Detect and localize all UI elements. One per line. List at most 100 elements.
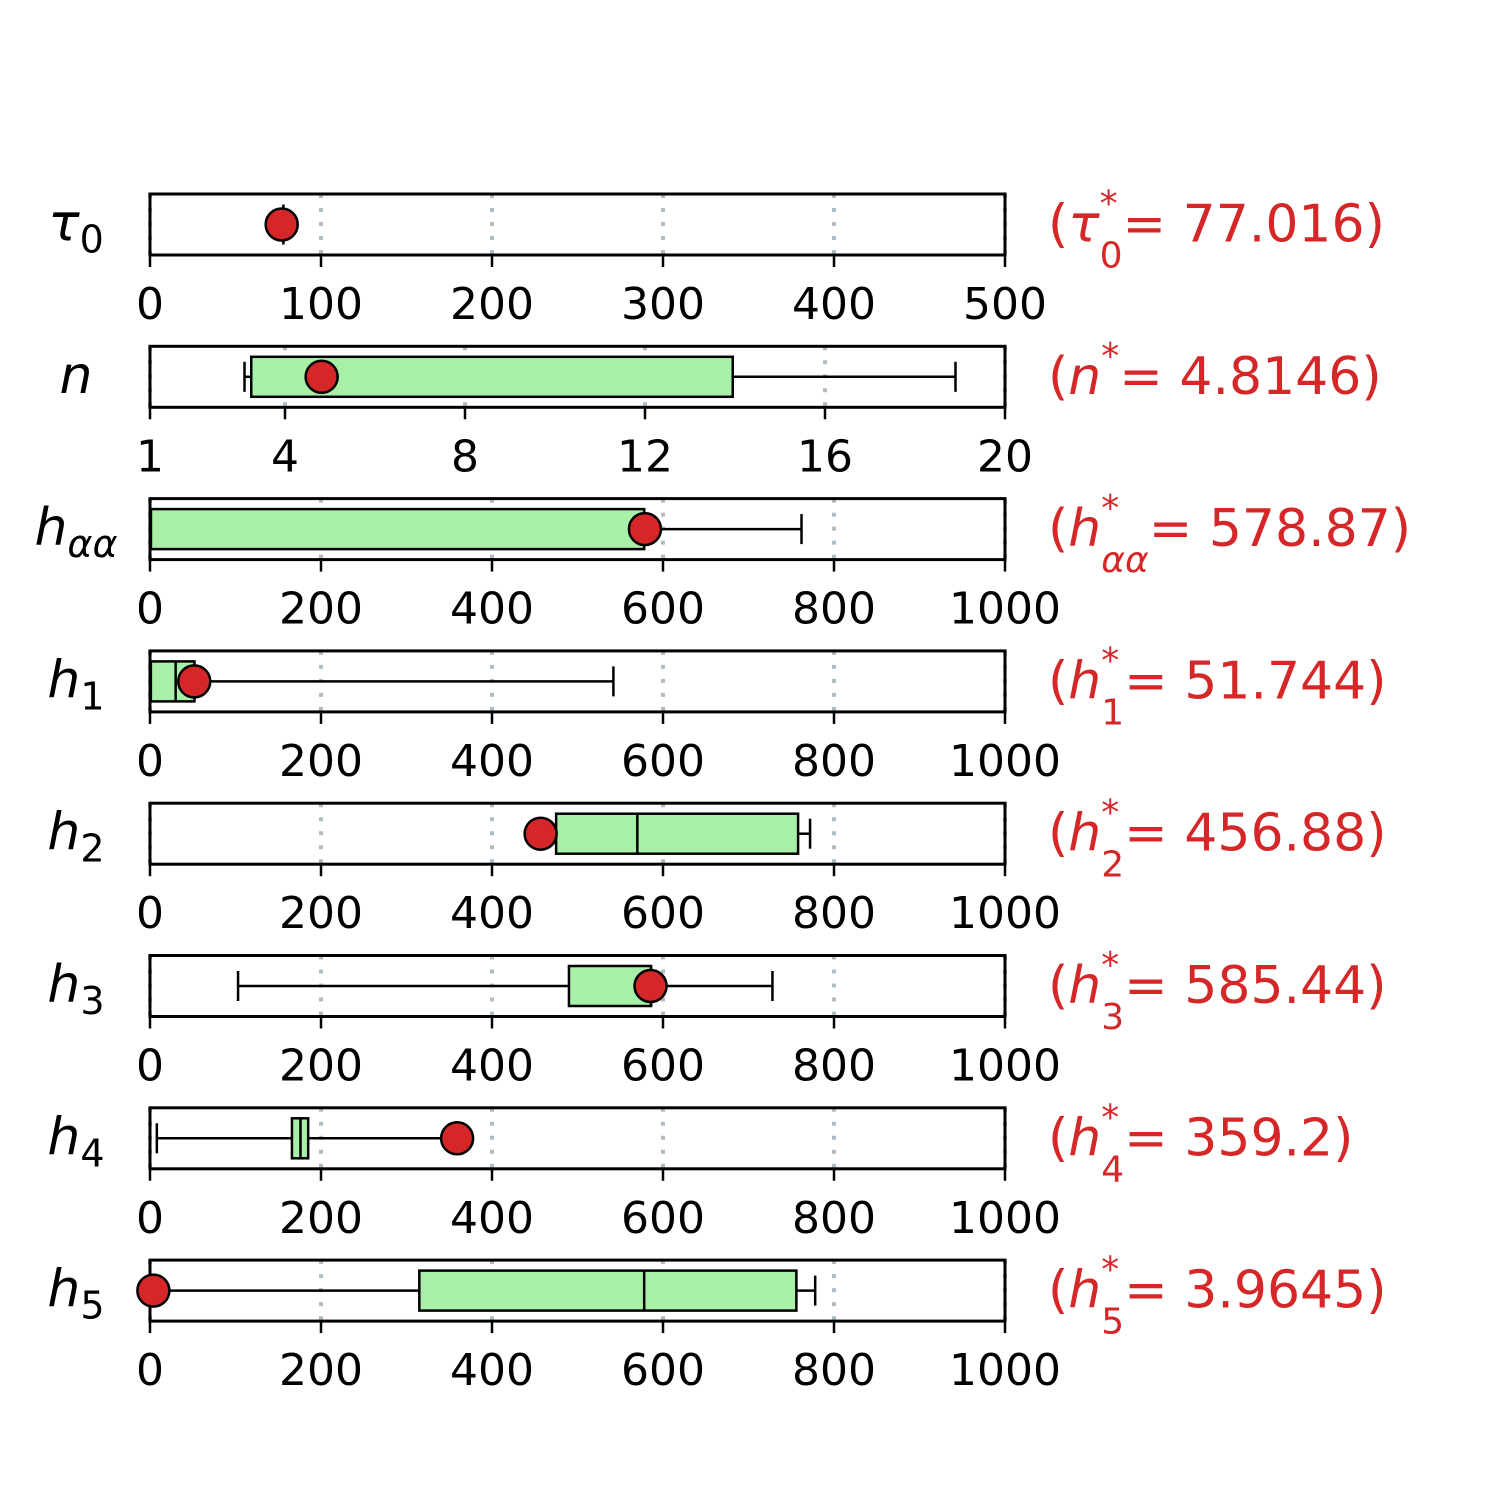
- tick-label: 800: [792, 1193, 876, 1244]
- tick-label: 0: [136, 888, 164, 939]
- optimum-marker: [264, 207, 299, 242]
- box: [149, 507, 646, 551]
- annotation-value: = 3.9645): [1124, 1261, 1386, 1321]
- tick-label: 800: [792, 584, 876, 635]
- annotation-sub: 1: [1101, 692, 1124, 733]
- tick-label: 800: [792, 888, 876, 939]
- tick-label: 12: [617, 431, 673, 482]
- tick-label: 200: [279, 1193, 363, 1244]
- tick-label: 0: [136, 1345, 164, 1396]
- optimum-annotation: (n*= 4.8146): [1048, 336, 1382, 407]
- axes-frame: [148, 1106, 1007, 1171]
- parameter-label-base: h: [47, 955, 80, 1015]
- tick-label: 1000: [949, 584, 1061, 635]
- annotation-sub: 5: [1101, 1302, 1124, 1343]
- axes-frame: [148, 192, 1007, 257]
- annotation-paren: (: [1048, 195, 1068, 255]
- tick-label: 200: [279, 584, 363, 635]
- tick-label: 100: [279, 279, 363, 330]
- annotation-star: *: [1101, 1250, 1119, 1291]
- axes-frame: [148, 801, 1007, 866]
- annotation-sub: 2: [1101, 845, 1124, 886]
- tick-label: 600: [621, 888, 705, 939]
- annotation-sub: 3: [1101, 997, 1124, 1038]
- parameter-label-sub: 5: [80, 1284, 104, 1328]
- tick-label: 800: [792, 736, 876, 787]
- annotation-paren: (: [1048, 956, 1068, 1016]
- annotation-paren: (: [1048, 651, 1068, 711]
- annotation-star: *: [1101, 793, 1119, 834]
- annotation-symbol: h: [1068, 804, 1101, 864]
- parameter-label: n: [60, 346, 93, 406]
- optimum-annotation: (h*4= 359.2): [1048, 1097, 1353, 1190]
- tick-label: 600: [621, 1345, 705, 1396]
- annotation-star: *: [1101, 336, 1119, 377]
- tick-label: 1000: [949, 1193, 1061, 1244]
- tick-label: 0: [136, 1193, 164, 1244]
- parameter-label-sub: 3: [80, 979, 104, 1023]
- optimum-annotation: (h*αα= 578.87): [1048, 488, 1411, 581]
- box: [554, 812, 800, 855]
- tick-label: 800: [792, 1345, 876, 1396]
- tick-label: 600: [621, 584, 705, 635]
- parameter-label-base: h: [47, 803, 80, 863]
- annotation-symbol: τ: [1068, 195, 1100, 255]
- annotation-star: *: [1101, 1097, 1119, 1138]
- parameter-label-sub: 4: [80, 1131, 104, 1175]
- tick-label: 16: [797, 431, 853, 482]
- tick-label: 500: [963, 279, 1047, 330]
- annotation-value: = 578.87): [1149, 499, 1411, 559]
- annotation-star: *: [1100, 184, 1118, 225]
- annotation-value: = 77.016): [1123, 195, 1385, 255]
- tick-label: 300: [621, 279, 705, 330]
- annotation-sub: αα: [1101, 540, 1149, 581]
- optimum-marker: [439, 1121, 475, 1156]
- annotation-star: *: [1101, 640, 1119, 681]
- annotation-symbol: h: [1068, 1108, 1101, 1168]
- tick-label: 8: [451, 431, 479, 482]
- tick-label: 800: [792, 1041, 876, 1092]
- optimum-annotation: (h* 5= 3.9645): [1048, 1250, 1387, 1343]
- annotation-paren: (: [1048, 1261, 1068, 1321]
- tick-label: 200: [279, 1345, 363, 1396]
- tick-label: 0: [136, 736, 164, 787]
- parameter-label: h3: [47, 955, 104, 1023]
- annotation-value: = 585.44): [1124, 956, 1386, 1016]
- parameter-label: τ0: [48, 194, 104, 262]
- annotation-star: *: [1101, 488, 1119, 529]
- annotation-symbol: n: [1068, 347, 1101, 407]
- tick-label: 200: [279, 736, 363, 787]
- optimum-annotation: (τ* 0= 77.016): [1048, 184, 1385, 277]
- annotation-value: = 4.8146): [1119, 347, 1381, 407]
- tick-label: 1000: [949, 888, 1061, 939]
- optimum-marker: [633, 968, 668, 1004]
- annotation-symbol: h: [1068, 499, 1101, 559]
- parameter-label-sub: 0: [80, 218, 104, 262]
- tick-label: 1000: [949, 736, 1061, 787]
- annotation-sub: 0: [1100, 236, 1123, 277]
- axes-frame: [148, 497, 1007, 562]
- annotation-paren: (: [1048, 347, 1068, 407]
- tick-label: 600: [621, 736, 705, 787]
- tick-label: 1000: [949, 1345, 1061, 1396]
- tick-label: 200: [279, 1041, 363, 1092]
- annotation-symbol: h: [1068, 1261, 1101, 1321]
- annotation-symbol: h: [1068, 651, 1101, 711]
- parameter-label-base: h: [47, 1107, 80, 1167]
- tick-label: 200: [450, 279, 534, 330]
- axes-frame: [148, 954, 1007, 1018]
- tick-label: 400: [450, 888, 534, 939]
- parameter-label-sub: αα: [67, 522, 117, 566]
- parameter-label: h1: [47, 650, 104, 718]
- axes-frame: [148, 344, 1007, 409]
- tick-label: 400: [450, 1041, 534, 1092]
